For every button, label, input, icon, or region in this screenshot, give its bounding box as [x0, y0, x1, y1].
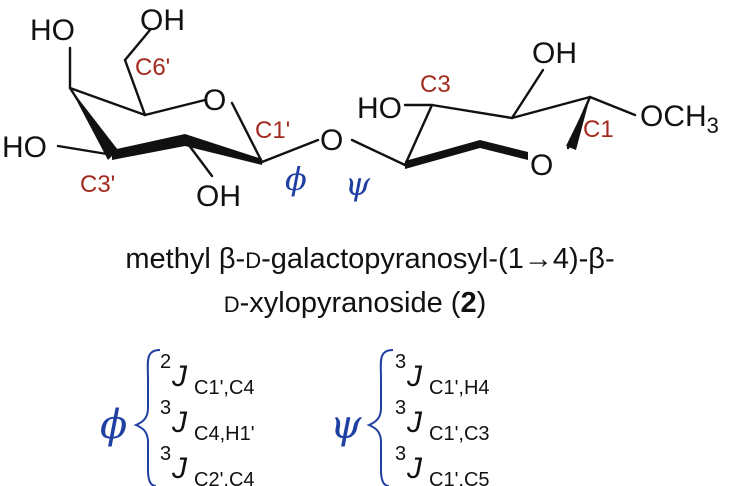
bond-c2-c1x — [510, 95, 592, 120]
atom-oh-c2x: OH — [532, 37, 577, 70]
bond-c4-c5 — [68, 86, 147, 117]
svg-text:C1',C5: C1',C5 — [429, 469, 490, 486]
bond-c3-ho — [56, 144, 115, 157]
psi-coupling-1: 3 J C1',H4 — [395, 351, 490, 399]
phi-coupling-3: 3 J C2',C4 — [160, 443, 255, 486]
caption-line-1: methyl β-D-galactopyranosyl-(1→4)-β- — [125, 243, 614, 275]
wedge-c4-c3 — [70, 88, 118, 160]
atom-ho-c4: HO — [30, 14, 75, 47]
bond-c2-oh-x — [510, 68, 545, 120]
bond-c5-c6 — [123, 58, 147, 117]
atom-o-ring-xyl: O — [530, 149, 553, 182]
svg-text:2: 2 — [160, 351, 171, 373]
svg-text:3: 3 — [395, 443, 406, 465]
bond-c3-c2x — [430, 103, 514, 120]
wedge-c4-c5x — [405, 140, 480, 169]
atom-ho-c3: HO — [2, 131, 47, 164]
svg-text:C1',C3: C1',C3 — [429, 423, 490, 445]
bond-c4-c3x — [403, 103, 434, 167]
bond-c5-o5 — [143, 98, 207, 117]
psi-group-brace — [366, 349, 394, 486]
svg-text:J: J — [406, 360, 423, 393]
svg-text:3: 3 — [160, 397, 171, 419]
torsion-psi: ψ — [345, 165, 371, 203]
bond-olink-c4 — [350, 138, 407, 167]
xylose-ring — [350, 68, 637, 169]
atom-oh-c6: OH — [140, 4, 185, 37]
wedge-c1-o5x — [566, 97, 590, 150]
locant-c3p: C3' — [80, 171, 115, 198]
atom-o-link: O — [320, 124, 343, 157]
bond-c6-oh — [123, 28, 152, 62]
svg-text:C1',C4: C1',C4 — [194, 377, 255, 399]
bond-o5-c1 — [230, 101, 264, 164]
psi-coupling-2: 3 J C1',C3 — [395, 397, 490, 445]
caption-line-2: D-xylopyranoside (2) — [224, 287, 487, 319]
phi-coupling-1: 2 J C1',C4 — [160, 351, 255, 399]
wedge-c3-c2 — [112, 134, 185, 160]
bond-c1-och3 — [588, 95, 637, 117]
locant-c1: C1 — [583, 116, 614, 143]
svg-text:C4,H1': C4,H1' — [194, 423, 255, 445]
svg-text:J: J — [406, 452, 423, 485]
locant-c3: C3 — [420, 71, 451, 98]
wedge-c5-o5x — [480, 140, 528, 160]
psi-group-symbol: ψ — [330, 402, 362, 448]
svg-text:J: J — [171, 360, 188, 393]
phi-coupling-2: 3 J C4,H1' — [160, 397, 255, 445]
phi-group-symbol: ϕ — [100, 402, 127, 448]
locant-c6p: C6' — [135, 54, 170, 81]
svg-text:J: J — [171, 452, 188, 485]
atom-ho-c3x: HO — [357, 92, 402, 125]
atom-o-ring-gal: O — [203, 84, 226, 117]
wedge-c2-c1 — [185, 134, 262, 165]
svg-text:J: J — [171, 406, 188, 439]
svg-text:J: J — [406, 406, 423, 439]
phi-coupling-group: ϕ 2 J C1',C4 3 J C4,H1' 3 J C2',C4 — [100, 349, 255, 486]
locant-labels: C6' C1' C3' C3 C1 — [80, 54, 614, 198]
svg-text:C1',H4: C1',H4 — [429, 377, 490, 399]
bond-c1-olink — [260, 138, 320, 164]
svg-text:3: 3 — [160, 443, 171, 465]
galactose-ring — [56, 28, 320, 178]
psi-coupling-3: 3 J C1',C5 — [395, 443, 490, 486]
svg-text:3: 3 — [395, 351, 406, 373]
phi-group-brace — [133, 349, 161, 486]
psi-coupling-group: ψ 3 J C1',H4 3 J C1',C3 3 J C1',C5 — [330, 349, 490, 486]
svg-text:3: 3 — [395, 397, 406, 419]
atom-labels: OH HO O HO OH O HO OH OCH3 O — [2, 4, 719, 213]
svg-text:C2',C4: C2',C4 — [194, 469, 255, 486]
atom-och3: OCH3 — [640, 100, 719, 138]
locant-c1p: C1' — [255, 117, 290, 144]
atom-oh-c2: OH — [196, 180, 241, 213]
torsion-phi: ϕ — [285, 160, 307, 198]
